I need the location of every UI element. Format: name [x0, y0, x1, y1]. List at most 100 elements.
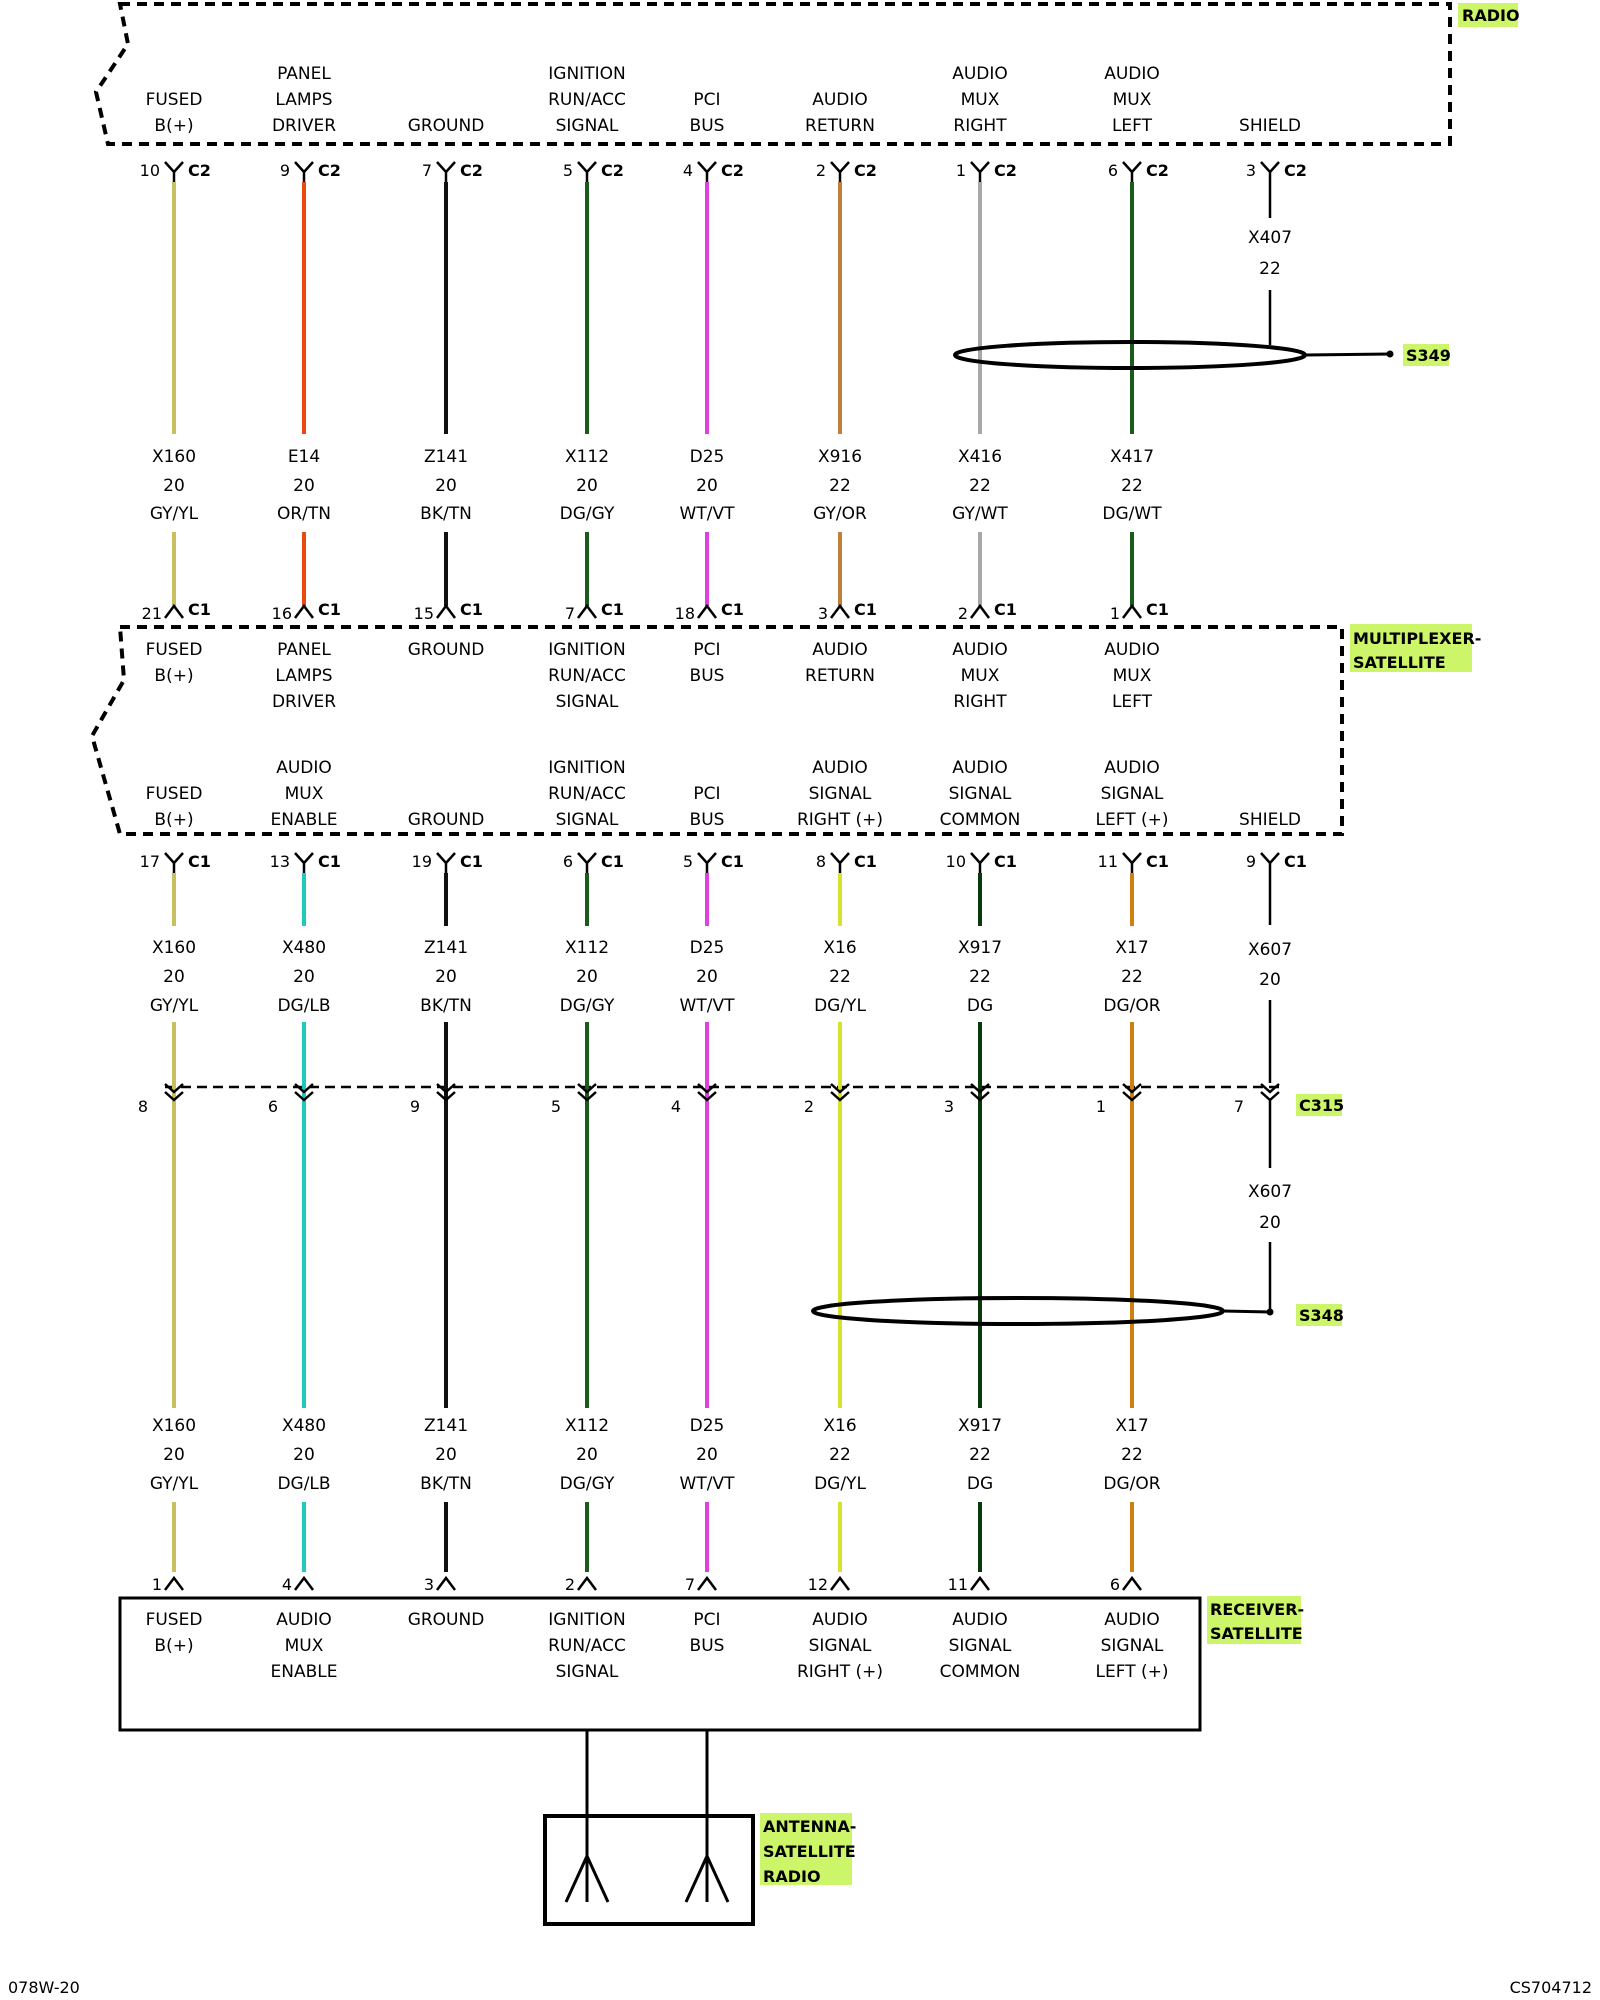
wire-gauge: 20 [576, 1445, 598, 1465]
radio-connector-id: C2 [721, 161, 744, 180]
c315-pin-number: 2 [804, 1097, 814, 1116]
splice-s348-tag: S348 [1296, 1304, 1344, 1326]
mux-pin-connector [294, 603, 314, 619]
wire-code: Z141 [424, 447, 468, 467]
mux-pin-label: SIGNAL [1101, 784, 1164, 804]
mux-pin-connector [970, 603, 990, 619]
receiver-pin-label: AUDIO [952, 1610, 1008, 1630]
radio-pin-number: 10 [140, 161, 160, 180]
wire-gauge: 20 [696, 476, 718, 496]
mux-pin-label: LAMPS [275, 666, 332, 686]
radio-pin-label: AUDIO [952, 64, 1008, 84]
receiver-pin-label: B(+) [154, 1636, 193, 1656]
mux-pin-label: SIGNAL [949, 784, 1012, 804]
mux-pin-label: BUS [690, 666, 725, 686]
antenna-icon [564, 1855, 730, 1903]
mux-connector-id: C1 [188, 600, 211, 619]
radio-pin-label: MUX [1113, 90, 1152, 110]
mux-connector-id: C1 [460, 600, 483, 619]
receiver-pin-connector [830, 1575, 850, 1591]
mux-pin-connector [164, 603, 184, 619]
wire-gauge: 20 [163, 476, 185, 496]
radio-pin-label: GROUND [408, 116, 485, 136]
receiver-pin-label: SIGNAL [556, 1662, 619, 1682]
radio-pin-number: 5 [563, 161, 573, 180]
radio-pin-label: BUS [690, 116, 725, 136]
mux-pin-connector [294, 852, 314, 873]
radio-tag: RADIO [1458, 3, 1520, 27]
mux-pin-connector [830, 603, 850, 619]
mux-pin-connector [577, 852, 597, 873]
wire-gauge: 20 [435, 1445, 457, 1465]
mux-pin-label: MUX [285, 784, 324, 804]
wire-gauge: 22 [969, 1445, 991, 1465]
wire-gauge: 20 [163, 967, 185, 987]
mux-pin-number: 7 [565, 604, 575, 623]
wire-gauge: 22 [829, 967, 851, 987]
wire-code: X917 [958, 938, 1002, 958]
radio-pin-connector [1122, 161, 1142, 182]
wire-gauge: 22 [969, 476, 991, 496]
wire-color-code: DG/GY [560, 996, 615, 1016]
wire-color-code: DG [967, 1474, 993, 1494]
c315-connector [1122, 1083, 1142, 1102]
receiver-pin-label: PCI [693, 1610, 720, 1630]
mux-connector-id: C1 [601, 600, 624, 619]
mux-pin-label: LEFT [1112, 692, 1153, 712]
mux-pin-label: FUSED [146, 784, 203, 804]
radio-pin-label: AUDIO [812, 90, 868, 110]
c315-pin-number: 4 [671, 1097, 681, 1116]
radio-pin-label: RIGHT [953, 116, 1007, 136]
wire-code: D25 [690, 1416, 725, 1436]
radio-pin-label: FUSED [146, 90, 203, 110]
receiver-pin-number: 6 [1110, 1575, 1120, 1594]
mux-pin-number: 19 [412, 852, 432, 871]
mux-pin-label: IGNITION [548, 640, 625, 660]
wire-color-code: BK/TN [420, 1474, 472, 1494]
mux-pin-connector [1122, 852, 1142, 873]
shield-wire-gauge: 20 [1259, 1213, 1281, 1233]
wire-color-code: WT/VT [680, 1474, 736, 1494]
c315-connector [164, 1083, 184, 1102]
mux-pin-number: 3 [818, 604, 828, 623]
radio-connector-id: C2 [460, 161, 483, 180]
wire-color-code: DG/YL [814, 1474, 866, 1494]
mux-connector-id: C1 [854, 852, 877, 871]
wire-color-code: GY/WT [952, 504, 1008, 524]
svg-text:ANTENNA-: ANTENNA- [763, 1817, 856, 1836]
wire-color-code: DG/GY [560, 1474, 615, 1494]
mux-pin-label: AUDIO [952, 758, 1008, 778]
wire-color-code: DG/YL [814, 996, 866, 1016]
mux-pin-label: RUN/ACC [548, 784, 626, 804]
wire-code: X17 [1115, 938, 1148, 958]
mux-pin-number: 13 [270, 852, 290, 871]
receiver-pin-label: SIGNAL [809, 1636, 872, 1656]
wire-gauge: 20 [576, 476, 598, 496]
mux-pin-label: RIGHT [953, 692, 1007, 712]
receiver-tag: RECEIVER- SATELLITE [1207, 1596, 1304, 1644]
radio-pin-connector [830, 161, 850, 182]
wire-code: X16 [823, 1416, 856, 1436]
wire-color-code: WT/VT [680, 504, 736, 524]
mux-pin-label: PCI [693, 784, 720, 804]
wire-color-code: DG/LB [277, 996, 330, 1016]
receiver-pin-label: FUSED [146, 1610, 203, 1630]
radio-connector-id: C2 [318, 161, 341, 180]
receiver-pin-connector [697, 1575, 717, 1591]
receiver-pin-label: AUDIO [276, 1610, 332, 1630]
mux-connector-id: C1 [721, 600, 744, 619]
wire-code: X112 [565, 938, 609, 958]
receiver-pin-label: IGNITION [548, 1610, 625, 1630]
shield-drain-wire [1304, 352, 1391, 357]
mux-connector-id: C1 [188, 852, 211, 871]
c315-pin-number: 6 [268, 1097, 278, 1116]
mux-pin-label: DRIVER [272, 692, 336, 712]
antenna-box [543, 1814, 755, 1926]
c315-connector [577, 1083, 597, 1102]
wire-code: X160 [152, 447, 196, 467]
mux-pin-label: AUDIO [812, 758, 868, 778]
svg-text:RECEIVER-: RECEIVER- [1210, 1600, 1304, 1619]
wire-color-code: WT/VT [680, 996, 736, 1016]
receiver-pin-label: AUDIO [1104, 1610, 1160, 1630]
wire-gauge: 22 [969, 967, 991, 987]
